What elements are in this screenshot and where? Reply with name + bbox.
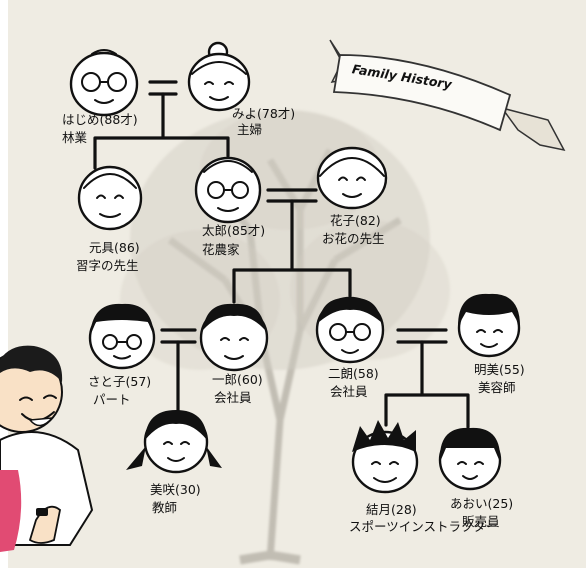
miyo-name: みよ(78才) xyxy=(232,106,295,121)
misaki-role: 教師 xyxy=(152,500,177,515)
hanako-role: お花の先生 xyxy=(322,231,385,246)
akemi-face-icon xyxy=(457,293,521,358)
taro-name: 太郎(85才) xyxy=(202,223,265,238)
satoko-face-icon xyxy=(88,303,156,370)
aoi-role: 販売員 xyxy=(462,514,500,529)
taro-role: 花農家 xyxy=(202,242,240,257)
member-hajime: はじめ(88才) 林業 xyxy=(62,49,139,145)
member-satoko: さと子(57) パート xyxy=(88,303,156,407)
aoi-name: あおい(25) xyxy=(450,496,513,511)
satoko-name: さと子(57) xyxy=(88,374,151,389)
ichiro-role: 会社員 xyxy=(214,390,252,405)
yuzuki-role: スポーツインストラクター xyxy=(349,519,498,534)
member-ichiro: 一郎(60) 会社員 xyxy=(199,303,269,405)
presenter-person-illustration xyxy=(0,345,94,552)
family-connectors xyxy=(93,80,470,429)
member-akemi: 明美(55) 美容師 xyxy=(457,293,525,395)
akemi-name: 明美(55) xyxy=(474,362,525,377)
member-taro: 太郎(85才) 花農家 xyxy=(194,156,265,257)
misaki-name: 美咲(30) xyxy=(150,482,201,497)
member-jiro: 二朗(58) 会社員 xyxy=(315,296,385,399)
genji-face-icon xyxy=(77,165,143,231)
aoi-face-icon xyxy=(438,427,502,491)
hajime-role: 林業 xyxy=(62,130,88,145)
satoko-role: パート xyxy=(93,392,131,407)
hanako-face-icon xyxy=(316,146,388,210)
yuzuki-name: 結月(28) xyxy=(366,502,417,517)
member-yuzuki: 結月(28) スポーツインストラクター xyxy=(349,420,498,534)
hajime-face-icon xyxy=(69,49,139,117)
jiro-face-icon xyxy=(315,296,385,364)
member-miyo: みよ(78才) 主婦 xyxy=(187,41,295,137)
miyo-face-icon xyxy=(187,41,251,112)
misaki-face-icon xyxy=(126,410,222,474)
jiro-name: 二朗(58) xyxy=(328,366,379,381)
ichiro-name: 一郎(60) xyxy=(212,372,263,387)
member-aoi: あおい(25) 販売員 xyxy=(438,427,513,529)
taro-face-icon xyxy=(194,156,262,224)
member-genji: 元具(86) 習字の先生 xyxy=(76,165,143,273)
jiro-role: 会社員 xyxy=(330,384,368,399)
genji-name: 元具(86) xyxy=(89,240,140,255)
yuzuki-face-icon xyxy=(351,420,419,494)
ichiro-face-icon xyxy=(199,303,269,372)
member-misaki: 美咲(30) 教師 xyxy=(126,410,222,515)
miyo-role: 主婦 xyxy=(237,122,262,137)
akemi-role: 美容師 xyxy=(478,380,516,395)
genji-role: 習字の先生 xyxy=(76,258,139,273)
hajime-name: はじめ(88才) xyxy=(62,112,138,127)
hanako-name: 花子(82) xyxy=(330,213,381,228)
member-hanako: 花子(82) お花の先生 xyxy=(316,146,388,246)
